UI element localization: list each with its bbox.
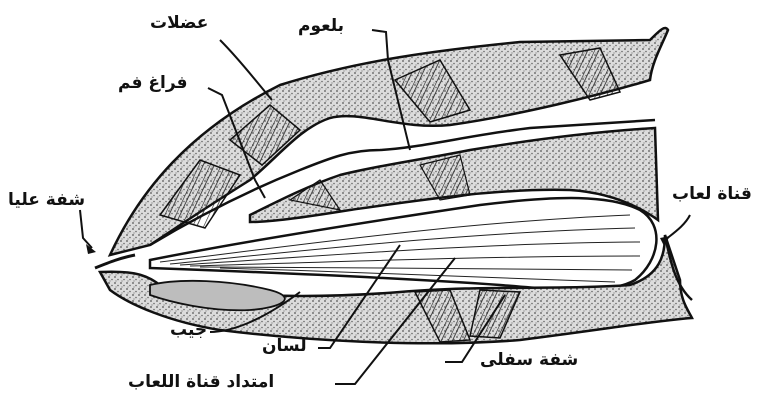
label-salivary-duct-extension: امتداد قناة اللعاب [128,374,274,391]
label-muscles: عضلات [150,15,208,32]
upper-lip-tip [95,255,135,268]
label-upper-lip: شفة عليا [8,192,85,209]
tongue-shape [150,198,656,290]
label-lower-lip: شفة سفلى [480,352,578,369]
label-pharynx: بلعوم [298,18,344,35]
label-tongue: لسان [262,338,307,355]
label-mouth-cavity: فراغ فم [118,75,188,92]
label-pouch: جيب [170,322,207,339]
label-salivary-duct: قناة لعاب [672,186,752,203]
